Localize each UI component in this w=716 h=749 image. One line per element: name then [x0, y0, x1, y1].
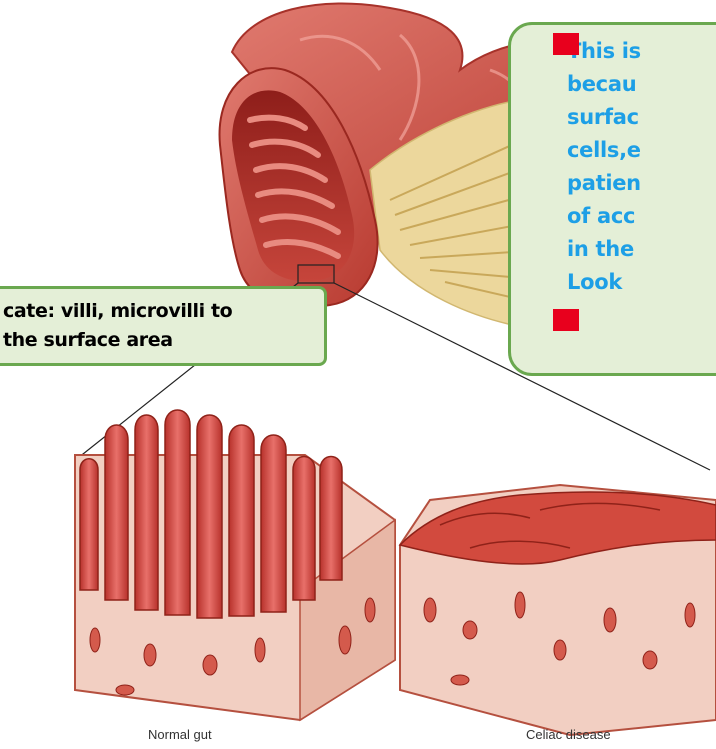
callout-line: the surface area [3, 326, 324, 355]
callout-line: cate: villi, microvilli to [3, 297, 324, 326]
normal-gut-caption: Normal gut [148, 727, 212, 742]
celiac-gut-block [400, 485, 716, 735]
callout-line: becau [567, 68, 716, 101]
callout-last-line: Look [567, 266, 716, 299]
callout-line: surfac [567, 101, 716, 134]
callout-line: patien [567, 167, 716, 200]
callout-line: cells,e [567, 134, 716, 167]
bullet-icon [553, 309, 579, 331]
callout-line: in the [567, 233, 716, 266]
explanation-callout: This is becau surfac cells,e patien of a… [508, 22, 716, 376]
bullet-icon [553, 33, 579, 55]
normal-gut-block [75, 410, 395, 720]
celiac-caption: Celiac disease [526, 727, 611, 742]
callout-line: This is [567, 35, 716, 68]
callout-line: of acc [567, 200, 716, 233]
villi-callout: cate: villi, microvilli to the surface a… [0, 286, 327, 366]
